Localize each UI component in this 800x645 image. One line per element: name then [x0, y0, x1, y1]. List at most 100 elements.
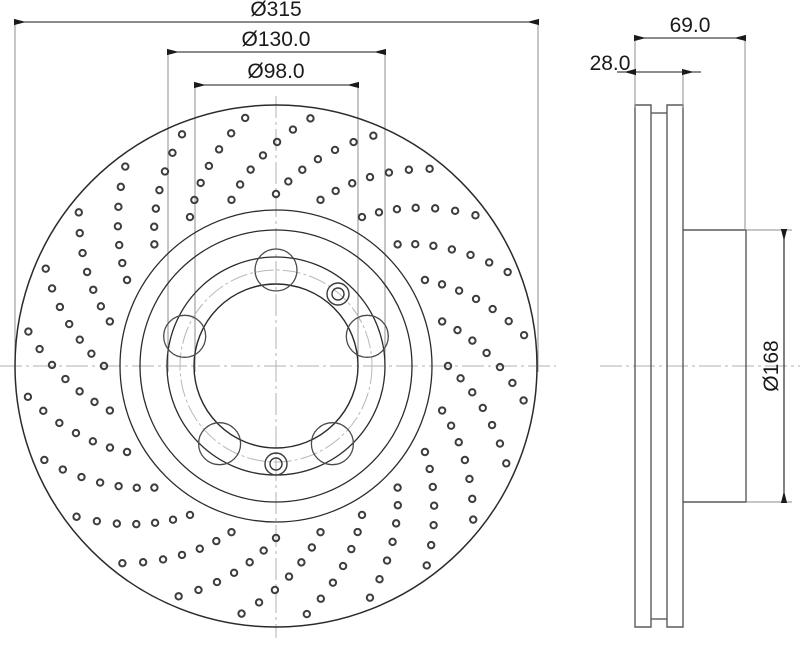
dim-bore-diameter-label: Ø98.0 — [247, 60, 304, 83]
drilled-hole — [468, 336, 477, 345]
locating-pin-hole-inner — [269, 457, 283, 471]
front-extension-lines — [14, 22, 539, 372]
drilled-hole — [87, 349, 96, 358]
front-view: Ø315 Ø130.0 Ø98.0 — [0, 0, 556, 638]
drilled-hole — [316, 195, 325, 205]
friction-plate-outboard — [634, 104, 652, 628]
bolt-hole-group — [163, 248, 389, 466]
drilled-hole — [149, 222, 159, 231]
dim-hat-height-label: Ø168 — [760, 340, 783, 391]
hat-outer-circle — [139, 229, 413, 503]
drilled-hole — [88, 437, 98, 446]
drilled-hole — [504, 316, 513, 326]
drilled-hole — [150, 483, 159, 492]
drilled-hole — [429, 520, 438, 530]
drilled-hole — [347, 544, 356, 554]
drilled-hole — [411, 203, 420, 213]
drilled-hole — [235, 180, 245, 189]
drilled-hole — [465, 474, 474, 484]
drilled-hole — [284, 177, 293, 186]
drilled-hole — [78, 248, 87, 258]
drilled-hole — [426, 540, 436, 550]
drilled-hole — [447, 245, 457, 254]
drilled-hole — [428, 482, 437, 492]
drilled-hole — [393, 240, 402, 249]
bolt-hole — [254, 248, 298, 292]
drilled-hole — [71, 428, 81, 438]
hat-profile — [683, 229, 747, 503]
drilled-hole — [471, 211, 480, 220]
drilled-hole — [90, 397, 99, 407]
drilled-hole — [306, 114, 315, 123]
drilled-hole — [466, 250, 475, 260]
drilled-hole — [168, 148, 177, 158]
drilled-hole — [89, 285, 98, 294]
drilled-hole — [411, 239, 420, 249]
locating-pin-group — [264, 282, 350, 476]
drilled-hole — [519, 330, 529, 340]
drilled-hole — [41, 264, 50, 273]
drilled-hole — [302, 609, 312, 619]
drilled-hole — [353, 527, 362, 537]
drilled-hole — [393, 483, 402, 492]
drilled-hole — [35, 344, 44, 354]
drilled-hole — [454, 286, 464, 295]
drilled-hole — [115, 240, 124, 250]
drilled-hole — [82, 267, 92, 277]
drilled-hole — [47, 360, 57, 370]
drilled-hole — [40, 455, 49, 465]
drilled-hole — [194, 585, 203, 595]
drilled-hole — [425, 464, 434, 474]
drilled-hole — [258, 151, 268, 160]
drilled-hole — [420, 447, 430, 457]
drilled-hole — [478, 403, 487, 413]
drilled-hole — [454, 438, 463, 447]
drilled-hole — [297, 558, 306, 567]
drilled-hole — [338, 561, 348, 571]
drilled-hole — [229, 568, 239, 577]
drilled-hole — [74, 208, 83, 217]
front-center-lines — [0, 96, 556, 638]
dim-outer-diameter-label: Ø315 — [250, 0, 301, 21]
drilled-hole — [393, 501, 403, 510]
locating-pin-hole-outer — [264, 452, 288, 476]
drilled-hole — [138, 558, 148, 567]
drilled-hole — [227, 195, 236, 205]
drilled-hole — [271, 189, 281, 199]
drilled-hole — [456, 374, 465, 383]
drilled-hole — [272, 137, 282, 147]
drilled-hole — [316, 594, 326, 603]
drilled-hole — [212, 536, 221, 546]
drilled-hole — [190, 195, 199, 205]
drilled-hole — [365, 593, 375, 602]
drilled-hole-pattern — [23, 113, 529, 619]
drilled-hole — [328, 578, 338, 587]
drilled-hole — [429, 501, 439, 510]
drilled-hole — [425, 164, 434, 173]
drilled-hole — [122, 275, 132, 285]
drilled-hole — [375, 574, 384, 584]
bolt-hole — [310, 422, 355, 466]
drilled-hole — [150, 240, 159, 249]
drilled-hole — [168, 515, 178, 524]
outer-rim-circle — [14, 104, 538, 628]
drilled-hole — [384, 168, 394, 177]
dim-hat-diameter-label: Ø130.0 — [242, 28, 311, 51]
drilled-hole — [437, 406, 447, 415]
drilled-hole — [331, 186, 340, 196]
drilled-hole — [75, 228, 84, 238]
drilled-hole — [118, 559, 127, 568]
drilled-hole — [158, 555, 168, 564]
drilled-hole — [330, 145, 340, 155]
drilled-hole — [118, 258, 127, 268]
drilled-hole — [348, 179, 357, 188]
drilled-hole — [365, 172, 375, 182]
drilled-hole — [245, 558, 254, 567]
drilled-hole — [196, 178, 205, 188]
drilled-hole — [357, 510, 367, 520]
drilled-hole — [132, 519, 141, 529]
friction-band-inner-circle — [119, 209, 433, 523]
drilled-hole — [160, 167, 170, 176]
drilled-hole — [204, 161, 214, 171]
